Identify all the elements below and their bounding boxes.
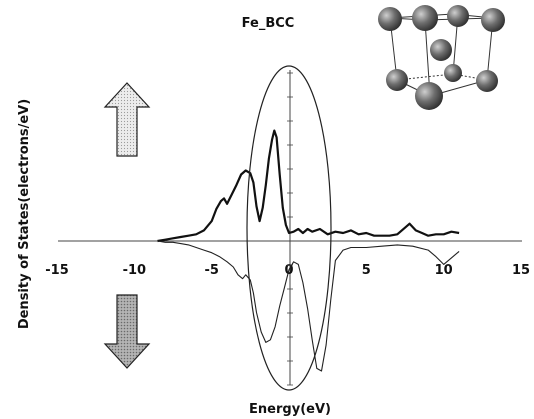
x-tick-label: -10 (123, 263, 147, 278)
fermi-level-ellipse (246, 65, 332, 391)
y-tick-marks (287, 72, 293, 386)
spin-up-arrow-icon (103, 82, 151, 157)
x-tick-label: -15 (45, 263, 69, 278)
chart-title: Fe_BCC (242, 16, 295, 31)
series-spin-down-line (157, 240, 460, 372)
x-tick-label: 10 (435, 263, 453, 278)
x-axis-title: Energy(eV) (249, 402, 331, 417)
x-tick-label: 5 (362, 263, 371, 278)
series-spin-up-line (157, 129, 460, 243)
y-axis-title: Density of States(electrons/eV) (17, 99, 32, 329)
bcc-crystal-structure-icon (378, 5, 505, 110)
x-tick-label: -5 (204, 263, 218, 278)
spin-down-arrow-icon (103, 294, 151, 369)
x-tick-label: 15 (512, 263, 530, 278)
